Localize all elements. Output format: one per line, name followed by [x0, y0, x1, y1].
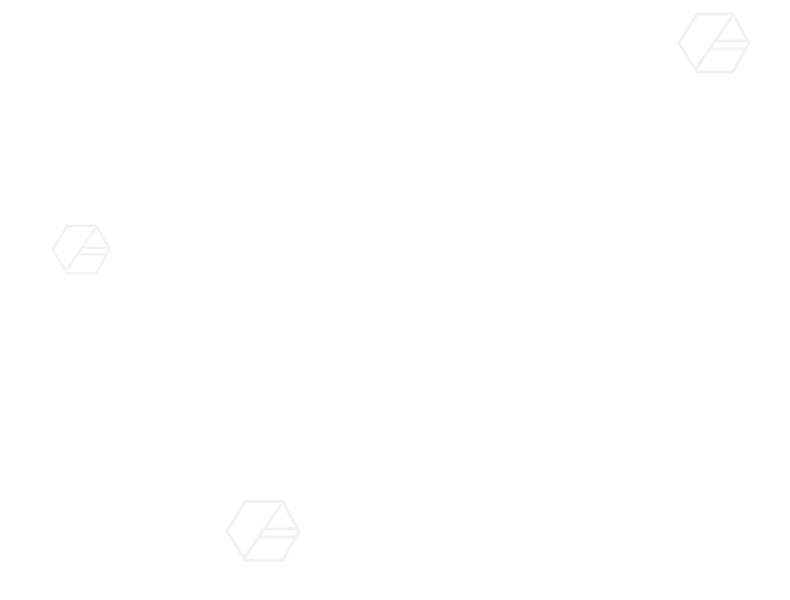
hexagon-logo-icon — [224, 498, 302, 564]
hexagon-logo-icon — [50, 223, 112, 276]
hexagon-logo-icon — [676, 11, 752, 75]
